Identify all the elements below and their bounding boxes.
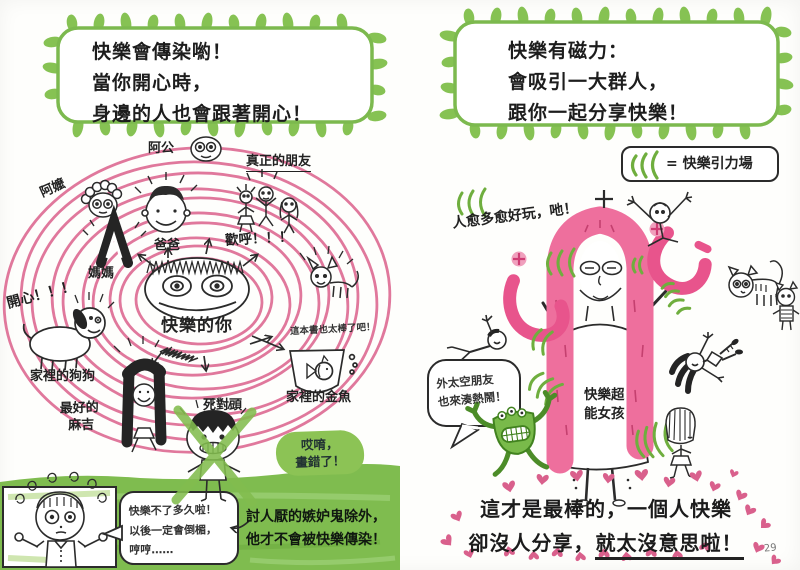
walking-girl-figure bbox=[665, 407, 696, 479]
cat-standing-figure bbox=[772, 280, 800, 331]
legend-label: = 快樂引力場 bbox=[666, 156, 753, 172]
bubble-line: 當你開心時， bbox=[92, 72, 213, 94]
attracted-person-left bbox=[446, 314, 507, 368]
magnet-right-icon bbox=[647, 221, 712, 295]
jealousy-strip bbox=[0, 464, 400, 570]
bubble-line: 會吸引一大群人， bbox=[508, 71, 669, 93]
gravity-arcs-icon bbox=[630, 150, 659, 180]
jealousy-caption: 討人厭的嫉妒鬼除外， 他才不會被快樂傳染！ bbox=[246, 509, 386, 548]
jealous-ghost-figure bbox=[14, 471, 108, 568]
alien-figure bbox=[465, 390, 558, 477]
left-speech-bubble-text: 快樂會傳染喲！ 當你開心時， 身邊的人也會跟著開心！ bbox=[92, 37, 312, 130]
cat-figure bbox=[727, 260, 783, 306]
green-cross-out bbox=[171, 405, 257, 507]
page-number: 29 bbox=[763, 542, 778, 555]
bottom-message: 這才是最棒的，一個人快樂 卻沒人分享，就太沒意思啦！ bbox=[430, 492, 782, 560]
hearts-decoration bbox=[440, 469, 781, 565]
underlined-phrase: 就太沒意思啦！ bbox=[594, 531, 744, 560]
bubble-line: 跟你一起分享快樂！ bbox=[508, 102, 689, 124]
label-dad: 爸爸 bbox=[154, 238, 181, 253]
right-speech-bubble-text: 快樂有磁力： 會吸引一大群人， 跟你一起分享快樂！ bbox=[508, 36, 688, 129]
dog-left-figure bbox=[22, 292, 115, 371]
enemy-figure bbox=[171, 398, 257, 507]
grandpa-figure bbox=[190, 136, 222, 162]
label-mom: 媽媽 bbox=[88, 266, 115, 281]
flying-girl-figure bbox=[669, 332, 743, 394]
alien-bubble-text: 外太空朋友 也來湊熱鬧！ bbox=[435, 372, 508, 409]
bubble-line: 快樂會傳染喲！ bbox=[92, 41, 233, 63]
jealous-bubble-text: 快樂不了多久啦！ 以後一定會倒楣， 哼哼…… bbox=[128, 503, 218, 557]
happiness-spiral bbox=[2, 146, 392, 454]
plus-cross bbox=[595, 190, 613, 208]
gravity-arcs bbox=[457, 187, 692, 459]
bubble-line: 快樂有磁力： bbox=[508, 40, 629, 62]
label-family-dog: 家裡的狗狗 bbox=[30, 369, 96, 384]
attracted-person-top bbox=[626, 191, 693, 247]
super-girl-figure bbox=[541, 190, 668, 507]
bottom-message-line2: 卻沒人分享，就太沒意思啦！ bbox=[430, 526, 782, 560]
happy-you-face bbox=[144, 257, 250, 363]
label-arch-enemy: 死對頭 bbox=[203, 398, 243, 413]
grandma-figure bbox=[80, 179, 123, 218]
bubble-line: 身邊的人也會跟著開心！ bbox=[92, 103, 313, 125]
goldfish-bowl bbox=[288, 349, 358, 394]
label-goldfish: 家裡的金魚 bbox=[286, 390, 352, 405]
best-buddy-figure bbox=[113, 336, 173, 453]
right-bubble-outline bbox=[453, 20, 780, 127]
label-best-buddy: 最好的 麻吉 bbox=[59, 400, 99, 434]
label-super-girl: 快樂超 能女孩 bbox=[584, 387, 625, 422]
caption-arrow bbox=[232, 519, 251, 528]
mom-figure bbox=[82, 204, 147, 268]
gravity-field-legend bbox=[621, 146, 779, 182]
left-bubble-outline bbox=[56, 26, 374, 124]
label-real-friends: 真正的朋友 bbox=[246, 154, 312, 172]
dad-figure bbox=[134, 172, 198, 233]
dog-right-figure bbox=[299, 245, 359, 299]
radiating-arrows bbox=[139, 240, 283, 370]
friends-figures bbox=[236, 169, 299, 234]
bottom-message-line1: 這才是最棒的，一個人快樂 bbox=[480, 497, 732, 521]
oops-bubble: 哎唷， 畫錯了！ bbox=[275, 429, 365, 477]
magnet-left-icon bbox=[503, 251, 570, 342]
alien-speech-bubble bbox=[427, 359, 521, 450]
label-happy-you: 快樂的你 bbox=[161, 316, 233, 336]
label-grandpa: 阿公 bbox=[148, 141, 175, 156]
